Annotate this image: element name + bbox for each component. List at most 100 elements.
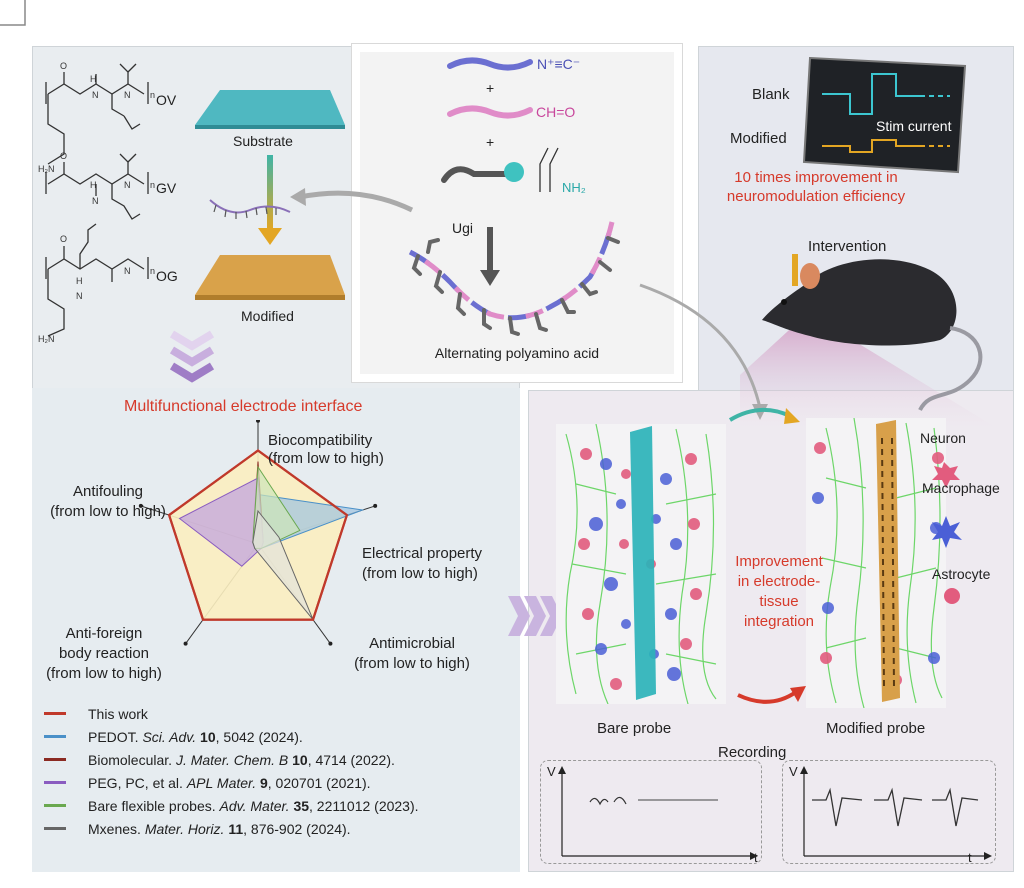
stim-current-label: Stim current [876, 118, 952, 134]
acid-strand [441, 166, 509, 183]
mouse-ear [800, 263, 820, 289]
legend-text: This work [88, 705, 148, 722]
polymer-label: Alternating polyamino acid [434, 345, 600, 361]
svg-text:n: n [150, 180, 155, 190]
modified-label: Modified [241, 308, 294, 324]
mouse-illustration [740, 254, 1000, 430]
stimulation-monitor [802, 56, 967, 174]
corner-bracket [0, 0, 26, 26]
macrophage-marker [932, 462, 960, 488]
legend-item: Mxenes. Mater. Horiz. 11, 876-902 (2024)… [44, 817, 520, 840]
svg-text:O: O [60, 61, 67, 71]
legend-text: Bare flexible probes. Adv. Mater. 35, 22… [88, 797, 419, 814]
neuron-label: Neuron [920, 430, 966, 446]
svg-text:H₂N: H₂N [38, 334, 55, 344]
svg-text:H: H [90, 180, 97, 190]
implant-probe [792, 254, 798, 286]
ov-label: OV [156, 92, 177, 108]
svg-text:N: N [92, 90, 99, 100]
legend-swatch [44, 804, 66, 807]
legend-item: This work [44, 702, 520, 725]
og-label: OG [156, 268, 178, 284]
modified-trace-label: Modified [730, 130, 787, 147]
intervention-label: Intervention [808, 238, 887, 255]
legend-swatch [44, 827, 66, 830]
radar-axis-tip-3 [183, 641, 188, 646]
v-axis-label-1: V [547, 764, 556, 779]
chevrons-down-icon [169, 330, 215, 383]
svg-text:H: H [90, 74, 97, 84]
axis-label-antimicrobial: Antimicrobial(from low to high) [354, 635, 470, 672]
legend-swatch [44, 781, 66, 784]
svg-text:N: N [76, 291, 83, 301]
legend-item: Bare flexible probes. Adv. Mater. 35, 22… [44, 794, 520, 817]
substrate-plate [195, 90, 345, 125]
ugi-label: Ugi [452, 220, 474, 236]
isocyanide-label: N⁺≡C⁻ [537, 56, 581, 72]
modified-plate [195, 255, 345, 295]
isocyanide-strand [447, 57, 533, 71]
astrocyte-label: Astrocyte [932, 566, 991, 582]
recording-label: Recording [718, 744, 787, 761]
svg-text:H₂N: H₂N [38, 164, 55, 174]
plus-2: + [486, 134, 495, 150]
modified-recording-plot [800, 766, 992, 860]
radar-axis-tip-1 [373, 503, 378, 508]
svg-text:N: N [92, 196, 99, 206]
svg-text:n: n [150, 90, 155, 100]
legend-swatch [44, 735, 66, 738]
bare-probe-tissue [556, 424, 726, 704]
bare-probe-shank [630, 426, 656, 700]
svg-text:O: O [60, 151, 67, 161]
substrate-diagram [195, 90, 345, 300]
svg-text:O: O [60, 234, 67, 244]
amine-label: NH₂ [562, 180, 586, 195]
interface-title: Multifunctional electrode interface [124, 398, 363, 415]
aldehyde-strand [447, 105, 533, 119]
legend-text: Biomolecular. J. Mater. Chem. B 10, 4714… [88, 751, 395, 768]
v-axis-label-2: V [789, 764, 798, 779]
radar-axis-tip-4 [138, 503, 143, 508]
bare-probe-label: Bare probe [597, 720, 672, 737]
axis-label-biocompatibility: Biocompatibility(from low to high) [268, 432, 384, 467]
svg-text:N: N [124, 266, 131, 276]
svg-text:H: H [76, 276, 83, 286]
modified-probe-shank [876, 420, 900, 702]
legend-swatch [44, 712, 66, 715]
cell-markers [932, 462, 962, 604]
svg-text:n: n [150, 266, 155, 276]
svg-text:N: N [124, 90, 131, 100]
legend-item: PEDOT. Sci. Adv. 10, 5042 (2024). [44, 725, 520, 748]
legend-text: PEG, PC, et al. APL Mater. 9, 020701 (20… [88, 774, 371, 791]
blank-label: Blank [752, 86, 790, 103]
t-axis-label-1: t [754, 850, 758, 865]
radar-series-mxenes [252, 509, 314, 620]
amine-bead [504, 162, 524, 182]
plus-1: + [486, 80, 495, 96]
bare-recording-plot [558, 766, 758, 860]
axis-label-antifouling: Antifouling(from low to high) [50, 483, 166, 520]
macrophage-label: Macrophage [922, 480, 1000, 496]
t-axis-label-2: t [968, 850, 972, 865]
bare-recording-box [540, 760, 762, 864]
ugi-reaction-diagram [408, 57, 620, 336]
gv-label: GV [156, 180, 177, 196]
legend-text: Mxenes. Mater. Horiz. 11, 876-902 (2024)… [88, 820, 351, 837]
astrocyte-marker [932, 516, 962, 548]
legend-item: Biomolecular. J. Mater. Chem. B 10, 4714… [44, 748, 520, 771]
legend-text: PEDOT. Sci. Adv. 10, 5042 (2024). [88, 728, 303, 745]
substrate-label: Substrate [233, 133, 293, 149]
modified-recording-box [782, 760, 996, 864]
modified-probe-label: Modified probe [826, 720, 926, 737]
polymer-chain [408, 221, 615, 321]
radar-axis-tip-2 [328, 641, 333, 646]
modified-probe-tissue [806, 418, 946, 708]
radar-outline-this-work [167, 449, 349, 621]
mouse-tail [918, 326, 983, 412]
axis-label-electrical: Electrical property(from low to high) [362, 545, 483, 582]
